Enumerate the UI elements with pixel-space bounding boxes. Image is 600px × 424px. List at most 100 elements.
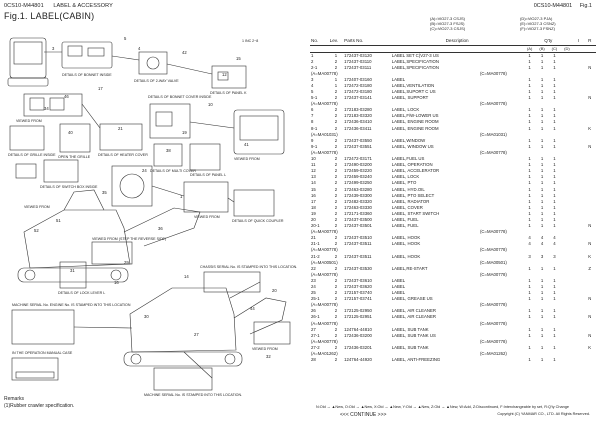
row-description: LABEL, PTO (391, 180, 417, 186)
row-qty-c: 1 (553, 95, 556, 101)
model-codes-right: (D)=ViO27-3 PJA) (E)=ViO27-3 CSNZ) (F)=V… (520, 16, 556, 31)
row-description: LABEL,SUPORT C US (391, 89, 436, 95)
remarks: Remarks (1)Rubber crawler specification. (4, 396, 74, 410)
row-qty-a: 1 (528, 204, 531, 210)
row-description: LABEL, START SWITCH (391, 210, 440, 216)
row-no: 9-1 (311, 143, 318, 149)
right-doc-code: 0CS10-M44801 (533, 3, 573, 9)
row-no: 21-2 (311, 253, 320, 259)
row-no: 18 (311, 204, 316, 210)
row-description: LABEL, SUB TANK (391, 326, 429, 332)
row-qty-a: 1 (528, 137, 531, 143)
row-qty-c: 1 (553, 192, 556, 198)
table-remark-row: (A=MA01262)(C=MA01262) (310, 351, 596, 357)
row-lev: 2 (334, 284, 338, 290)
row-part-no: 124764-44810 (344, 326, 372, 332)
row-qty-b: 1 (540, 89, 544, 95)
row-description: LABEL, COVER (391, 204, 423, 210)
col-r: R (583, 38, 596, 46)
remark-c: (C=MA00778) (479, 338, 507, 344)
model-code-c: (C)=ViO27-3 CSJS) (430, 26, 466, 31)
row-qty-b: 1 (540, 357, 544, 363)
row-qty-c: 1 (553, 277, 556, 283)
row-r: N (588, 95, 592, 101)
callout-15: DETAILS OF QUICK COUPLER (232, 219, 284, 223)
row-description: LABEL, RADIATOR (391, 198, 430, 204)
row-description: LABEL, SUPPORT (391, 95, 429, 101)
row-part-no: 124764-44920 (344, 357, 372, 363)
row-lev: 2 (334, 168, 338, 174)
table-header-row: No. Lev. Parts No. Description Q'ty I R (310, 38, 596, 46)
row-lev: 2 (334, 326, 338, 332)
row-part-no: 172437-03141 (344, 95, 372, 101)
row-qty-b: 1 (540, 284, 544, 290)
row-lev: 2 (334, 223, 338, 229)
diagram-svg: 1 INC 2~8 DETAILS OF BONNET INSIDE DETAI… (7, 36, 297, 397)
row-lev: 2 (334, 265, 338, 271)
row-part-no: 172437-03530 (344, 265, 372, 271)
row-qty-b: 1 (540, 186, 544, 192)
row-description: LABEL, SUB TANK (391, 344, 429, 350)
row-part-no: 172437-03550 (344, 137, 372, 143)
callout-9: DETAILS OF BONNET COVER INSIDE (148, 95, 212, 99)
row-description: LABEL (391, 290, 406, 296)
callout-11: DETAILS OF PANEL L (190, 173, 226, 177)
row-qty-c: 1 (553, 265, 556, 271)
remark-c: (C=MA00778) (479, 320, 507, 326)
col-c: (C) (548, 45, 561, 53)
row-qty-b: 1 (540, 326, 544, 332)
callout-2: DETAILS OF BONNET INSIDE (62, 73, 112, 77)
callout-10: DETAILS OF MULTI COVER (150, 169, 196, 173)
row-no: 15 (311, 186, 316, 192)
row-part-no: 172437-03501 (344, 223, 372, 229)
row-no: 14 (311, 180, 316, 186)
table-subheader-row: (A) (B) (C) (D) (310, 45, 596, 53)
row-qty-c: 4 (553, 241, 556, 247)
part-callout-number: 35 (102, 190, 107, 195)
row-qty-b: 1 (540, 216, 544, 222)
row-lev: 2 (334, 308, 338, 314)
row-qty-b: 1 (540, 52, 544, 58)
row-part-no: 172171-03360 (344, 210, 372, 216)
col-b: (B) (535, 45, 549, 53)
row-part-no: 172436-03411 (344, 125, 372, 131)
right-fig: Fig.1 (579, 3, 592, 9)
col-description: Description (390, 38, 524, 46)
row-qty-a: 1 (528, 58, 531, 64)
row-no: 28 (311, 357, 316, 363)
row-no: 27-2 (311, 344, 320, 350)
row-part-no: 172472-03180 (344, 89, 372, 95)
row-qty-c: 1 (553, 82, 556, 88)
row-no: 10 (311, 156, 316, 162)
row-description: LABEL,SPECIFICATION (391, 58, 439, 64)
row-no: 27 (311, 326, 316, 332)
remarks-title: Remarks (4, 396, 25, 402)
part-callout-number: 10 (208, 102, 213, 107)
row-part-no: 172436-03200 (344, 332, 372, 338)
row-no: 11 (311, 162, 316, 168)
row-qty-a: 1 (528, 216, 531, 222)
model-codes-left: (A)=ViO27-3 CSJS) (B)=ViO27-3 FSJS) (C)=… (430, 16, 465, 31)
exploded-diagram: 1 INC 2~8 DETAILS OF BONNET INSIDE DETAI… (4, 32, 304, 400)
callout-13: VIEWED FROM (234, 157, 260, 161)
part-callout-number: 32 (266, 354, 271, 359)
row-lev: 2 (334, 143, 338, 149)
part-callout-number: 36 (158, 226, 163, 231)
row-qty-b: 3 (540, 253, 544, 259)
row-lev: 2 (334, 95, 338, 101)
row-qty-b: 4 (540, 235, 544, 241)
row-qty-c: 1 (553, 76, 556, 82)
remarks-line: (1)Rubber crawler specification. (4, 403, 75, 409)
row-part-no: 172439-03300 (344, 192, 372, 198)
row-description: LABEL, LOCK (391, 107, 420, 113)
row-qty-a: 1 (528, 284, 531, 290)
row-qty-c: 1 (553, 296, 556, 302)
